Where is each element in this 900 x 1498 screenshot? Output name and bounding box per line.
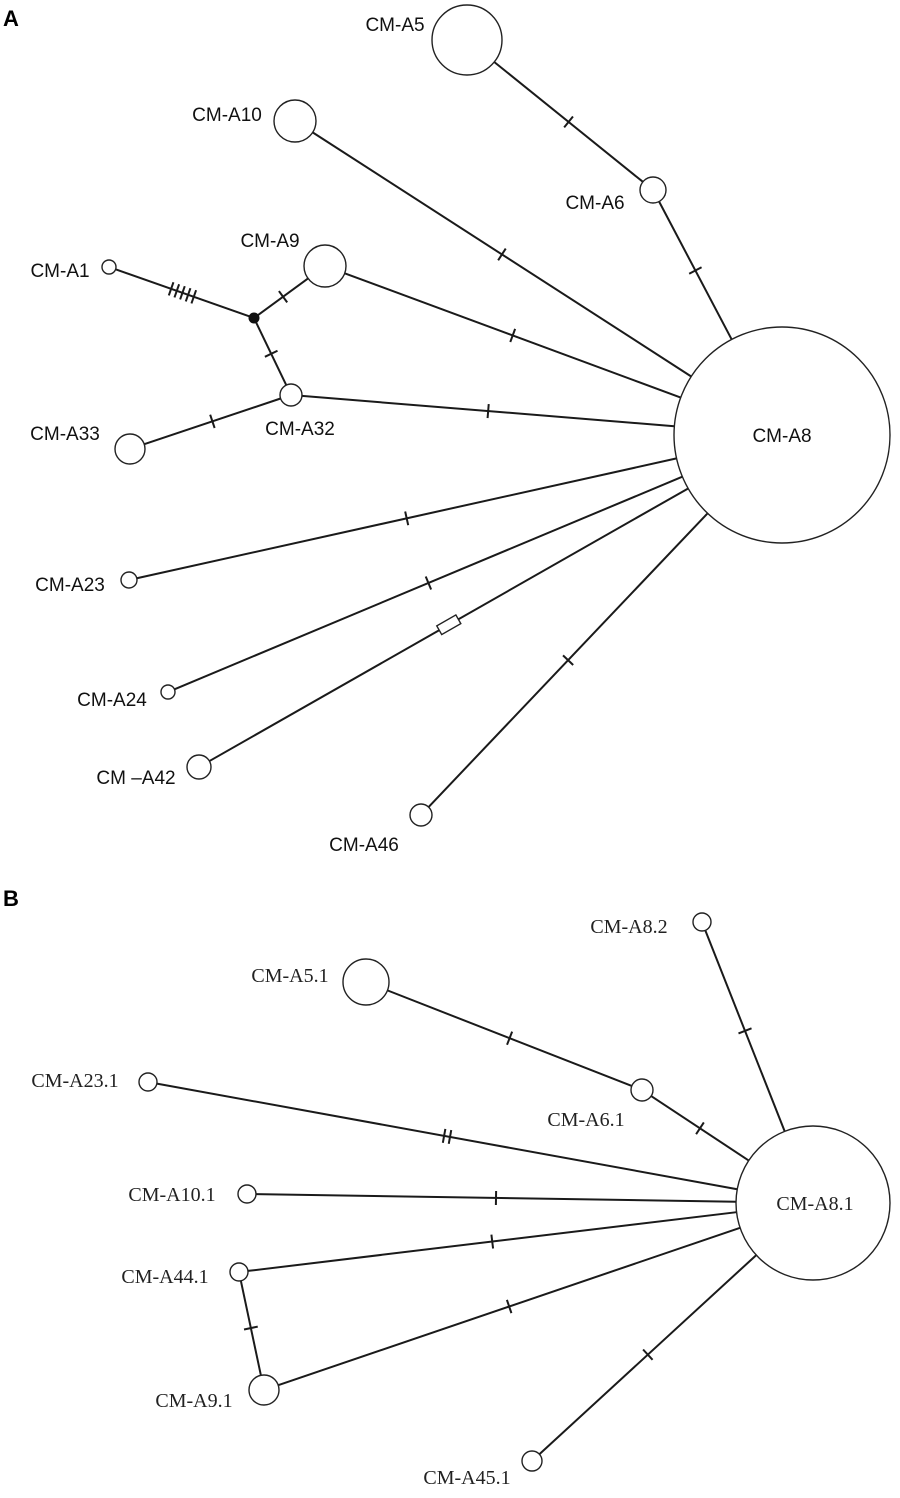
haplotype-label-cm-a44-1: CM-A44.1: [121, 1266, 208, 1288]
haplotype-label-cm-a42: CM –A42: [96, 768, 175, 789]
mutation-tick: [509, 328, 517, 343]
haplotype-node-cm-a46: [409, 803, 433, 827]
edge-cm-a23-1-to-cm-a8-1: [156, 1082, 738, 1191]
haplotype-label-cm-a45-1: CM-A45.1: [423, 1467, 510, 1489]
haplotype-node-cm-a10-1: [237, 1184, 257, 1204]
mutation-tick: [642, 1348, 654, 1361]
mutation-tick: [562, 654, 574, 666]
haplotype-label-cm-a5-1: CM-A5.1: [251, 965, 328, 987]
haplotype-label-cm-a32: CM-A32: [265, 419, 335, 440]
haplotype-label-cm-a46: CM-A46: [329, 835, 399, 856]
panel-label-b: B: [3, 886, 19, 911]
mutation-tick: [184, 287, 192, 302]
haplotype-label-cm-a8-1: CM-A8.1: [776, 1193, 853, 1215]
mutation-tick: [179, 285, 186, 300]
mutation-tick: [404, 511, 410, 526]
haplotype-label-cm-a24: CM-A24: [77, 690, 147, 711]
haplotype-label-cm-a8-2: CM-A8.2: [590, 916, 667, 938]
haplotype-node-cm-a5: [431, 4, 503, 76]
haplotype-label-cm-a9: CM-A9: [240, 231, 299, 252]
haplotype-label-cm-a23-1: CM-A23.1: [31, 1070, 118, 1092]
mutation-tick: [173, 283, 181, 298]
haplotype-label-cm-a8: CM-A8: [752, 426, 811, 447]
mutation-tick: [497, 248, 507, 261]
haplotype-node-cm-a6: [639, 176, 667, 204]
panel-label-a: A: [3, 6, 19, 31]
haplotype-label-cm-a10-1: CM-A10.1: [128, 1184, 215, 1206]
haplotype-node-cm-a44-1: [229, 1262, 249, 1282]
haplotype-node-cm-a9: [303, 244, 347, 288]
haplotype-node-cm-a8-2: [692, 912, 712, 932]
haplotype-node-cm-a8-1: [735, 1125, 891, 1281]
mutation-tick: [209, 414, 216, 429]
haplotype-node-cm-a1: [101, 259, 117, 275]
haplotype-label-cm-a1: CM-A1: [30, 261, 89, 282]
mutation-tick: [441, 1128, 447, 1143]
mutation-tick: [505, 1299, 513, 1314]
mutation-tick: [447, 1129, 453, 1145]
haplotype-label-cm-a33: CM-A33: [30, 424, 100, 445]
mutation-tick: [738, 1027, 752, 1035]
haplotype-node-cm-a23-1: [138, 1072, 158, 1092]
mutation-tick: [424, 576, 433, 590]
median-vector-node: [248, 312, 260, 324]
haplotype-node-cm-a8: [673, 326, 891, 544]
haplotype-node-cm-a9-1: [248, 1374, 280, 1406]
haplotype-label-cm-a23: CM-A23: [35, 575, 105, 596]
mutation-tick: [167, 281, 175, 296]
haplotype-node-cm-a32: [279, 383, 303, 407]
haplotype-label-cm-a6: CM-A6: [565, 193, 624, 214]
haplotype-label-cm-a10: CM-A10: [192, 105, 262, 126]
mutation-tick: [243, 1325, 258, 1331]
mutation-tick: [278, 290, 288, 303]
panel-b-network: CM-A8.1 CM-A8.2CM-A5.1CM-A6.1 CM-A23.1CM-A…: [3, 886, 891, 1489]
mutation-tick: [190, 289, 198, 304]
haplotype-label-cm-a5: CM-A5: [365, 15, 424, 36]
mutation-tick: [486, 404, 490, 419]
mutation-tick: [264, 349, 278, 358]
haplotype-node-cm-a23: [120, 571, 138, 589]
haplotype-node-cm-a10: [273, 99, 317, 143]
haplotype-label-cm-a6-1: CM-A6.1: [547, 1109, 624, 1131]
mutation-tick: [688, 266, 703, 275]
mutation-tick: [506, 1031, 514, 1046]
haplotype-node-cm-a33: [114, 433, 146, 465]
haplotype-node-cm-a5-1: [342, 958, 390, 1006]
haplotype-node-cm-a45-1: [521, 1450, 543, 1472]
haplotype-node-cm-a6-1: [630, 1078, 654, 1102]
mutation-tick: [695, 1121, 705, 1135]
haplotype-node-cm-a42: [186, 754, 212, 780]
mutation-tick: [490, 1234, 495, 1249]
haplotype-label-cm-a9-1: CM-A9.1: [155, 1390, 232, 1412]
mutation-box-marker: [435, 614, 462, 636]
mutation-tick: [563, 115, 574, 128]
haplotype-node-cm-a24: [160, 684, 176, 700]
